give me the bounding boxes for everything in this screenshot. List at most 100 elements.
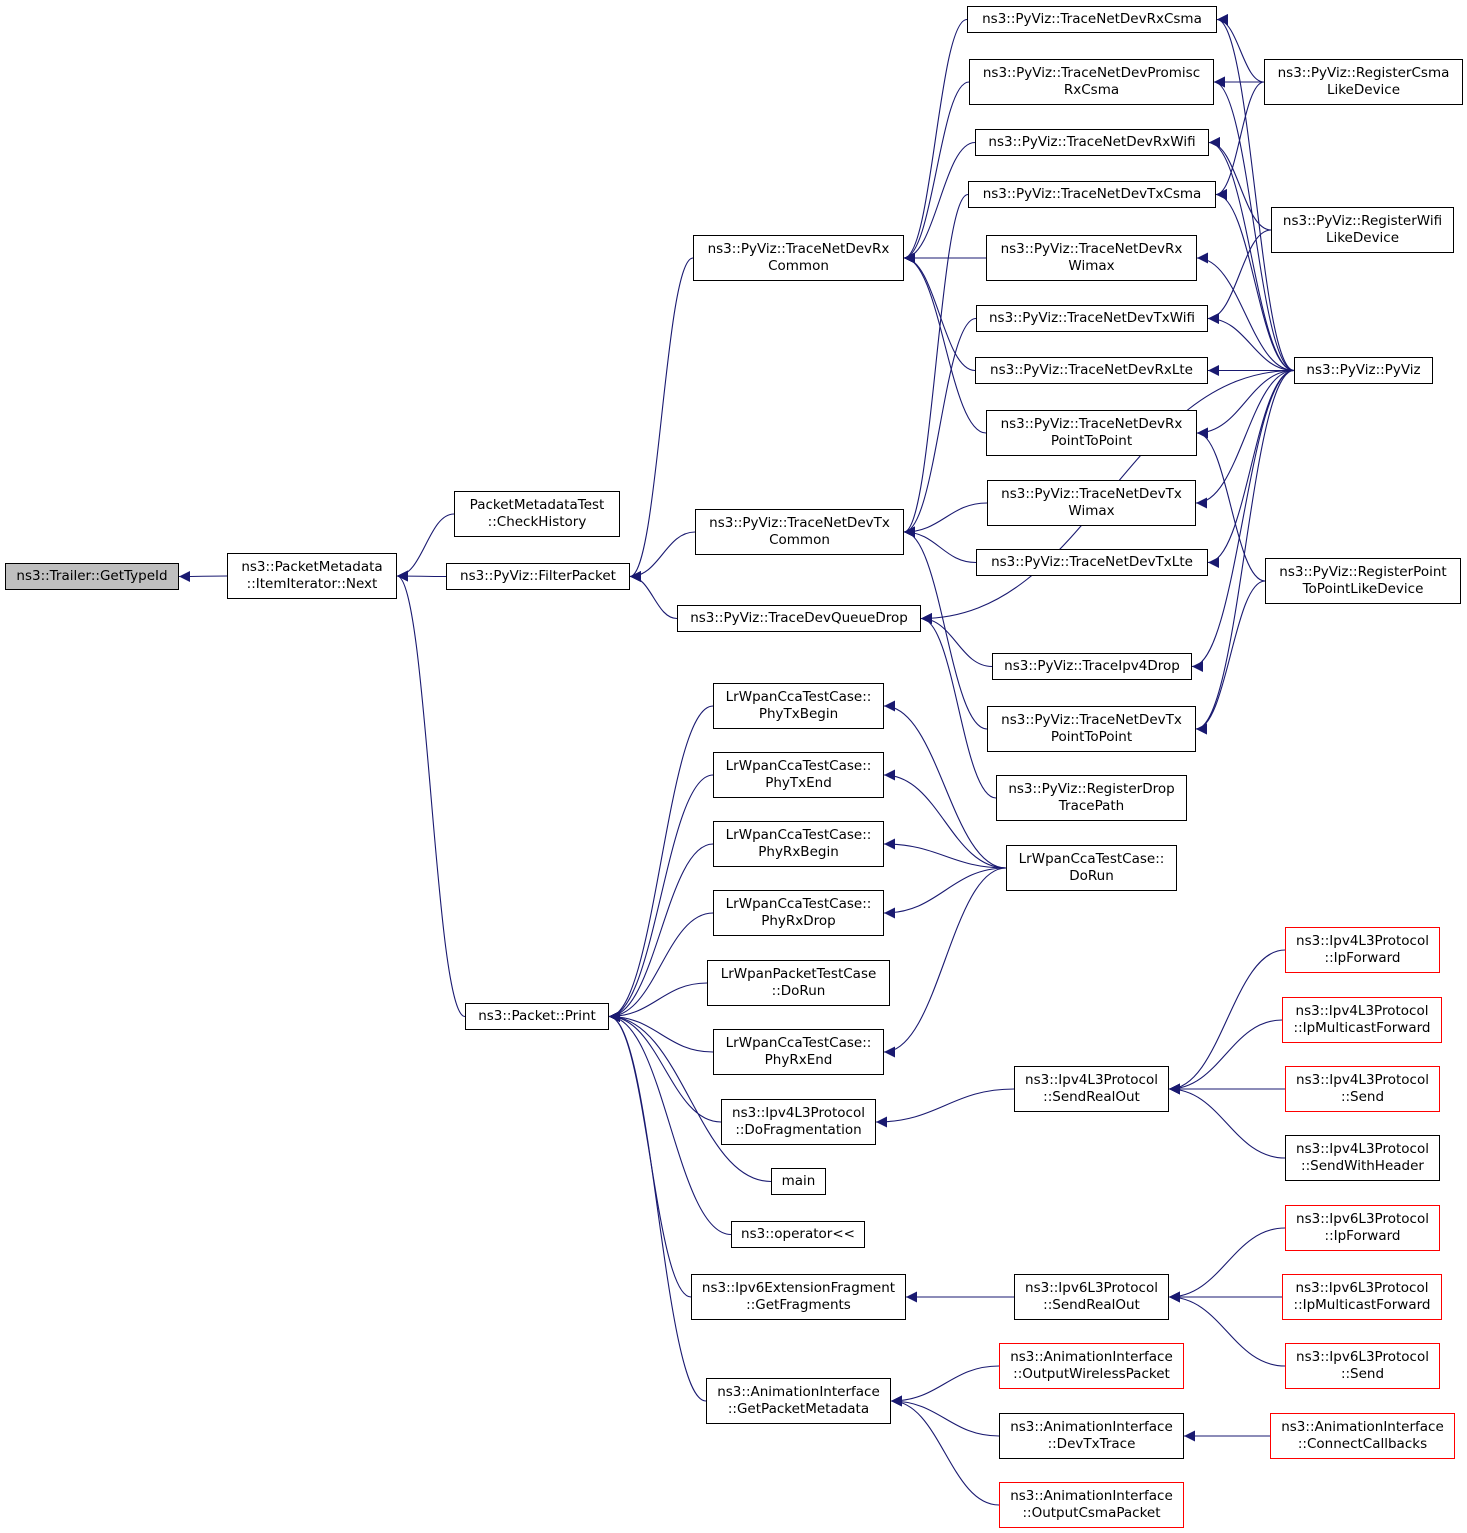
node-v4ipfwd[interactable]: ns3::Ipv4L3Protocol::IpForward: [1285, 927, 1440, 973]
node-label-line: ::GetFragments: [746, 1297, 851, 1313]
node-devtxtrace[interactable]: ns3::AnimationInterface::DevTxTrace: [999, 1413, 1184, 1459]
edge-outwireless-to-getpktmeta: [890, 1365, 1000, 1407]
node-v6mcast[interactable]: ns3::Ipv6L3Protocol::IpMulticastForward: [1282, 1274, 1442, 1320]
node-label-line: ::OutputWirelessPacket: [1013, 1366, 1170, 1382]
node-label-line: LrWpanCcaTestCase::: [725, 896, 872, 912]
node-next[interactable]: ns3::PacketMetadata::ItemIterator::Next: [227, 553, 397, 599]
edge-regwifi-to-rxwifi: [1208, 137, 1272, 231]
node-label-line: ::ItemIterator::Next: [246, 576, 378, 592]
node-outwireless[interactable]: ns3::AnimationInterface::OutputWirelessP…: [999, 1343, 1184, 1389]
node-v6sendreal[interactable]: ns3::Ipv6L3Protocol::SendRealOut: [1014, 1274, 1169, 1320]
node-label-line: ::IpMulticastForward: [1293, 1297, 1431, 1313]
edge-phyrxdrop-to-print: [608, 912, 714, 1022]
node-label-line: ns3::Ipv6L3Protocol: [1296, 1349, 1429, 1365]
edge-txlte-to-txcommon: [903, 526, 977, 564]
node-queuedrop[interactable]: ns3::PyViz::TraceDevQueueDrop: [677, 605, 921, 632]
node-label-line: ::DevTxTrace: [1047, 1436, 1136, 1452]
node-label-line: ns3::AnimationInterface: [1281, 1419, 1444, 1435]
edge-v4sendhdr-to-v4sendreal: [1168, 1083, 1286, 1159]
node-phytxbegin[interactable]: LrWpanCcaTestCase::PhyTxBegin: [713, 683, 884, 729]
node-getpktmeta[interactable]: ns3::AnimationInterface::GetPacketMetada…: [706, 1378, 891, 1424]
node-txlte[interactable]: ns3::PyViz::TraceNetDevTxLte: [976, 549, 1208, 576]
node-filterpacket[interactable]: ns3::PyViz::FilterPacket: [446, 563, 630, 590]
node-dofrag[interactable]: ns3::Ipv4L3Protocol::DoFragmentation: [721, 1099, 876, 1145]
node-phyrxdrop[interactable]: LrWpanCcaTestCase::PhyRxDrop: [713, 890, 884, 936]
node-print[interactable]: ns3::Packet::Print: [465, 1003, 609, 1030]
edge-outcsma-to-getpktmeta: [890, 1395, 1000, 1506]
node-v4sendreal[interactable]: ns3::Ipv4L3Protocol::SendRealOut: [1014, 1066, 1169, 1112]
node-phytxend[interactable]: LrWpanCcaTestCase::PhyTxEnd: [713, 752, 884, 798]
node-v4send[interactable]: ns3::Ipv4L3Protocol::Send: [1285, 1066, 1440, 1112]
node-label-line: ::GetPacketMetadata: [727, 1401, 870, 1417]
node-label-line: main: [781, 1173, 816, 1189]
edge-promisc-to-rxcommon: [903, 81, 970, 264]
node-gettypeid: ns3::Trailer::GetTypeId: [5, 563, 179, 590]
node-outcsma[interactable]: ns3::AnimationInterface::OutputCsmaPacke…: [999, 1482, 1184, 1528]
node-opstream[interactable]: ns3::operator<<: [731, 1221, 865, 1248]
node-label-line: ns3::Ipv4L3Protocol: [732, 1105, 865, 1121]
node-label-line: ns3::Ipv4L3Protocol: [1296, 1141, 1429, 1157]
node-label-line: ::SendWithHeader: [1301, 1158, 1424, 1174]
node-label-line: ns3::Ipv6L3Protocol: [1295, 1280, 1429, 1296]
node-label-line: ::IpForward: [1324, 1228, 1401, 1244]
node-v4mcast[interactable]: ns3::Ipv4L3Protocol::IpMulticastForward: [1282, 997, 1442, 1043]
node-label-line: ns3::Trailer::GetTypeId: [16, 568, 168, 584]
node-label-line: ::SendRealOut: [1043, 1297, 1140, 1313]
node-v4sendhdr[interactable]: ns3::Ipv4L3Protocol::SendWithHeader: [1285, 1135, 1440, 1181]
edge-regcsma-to-txcsma: [1215, 81, 1265, 200]
node-label-line: Common: [768, 258, 829, 274]
node-label-line: ::ConnectCallbacks: [1297, 1436, 1428, 1452]
node-label-line: ns3::PyViz::TraceNetDevRxWifi: [988, 134, 1196, 150]
node-label-line: ns3::Ipv4L3Protocol: [1296, 1072, 1429, 1088]
edge-txcsma-to-txcommon: [903, 193, 969, 538]
node-label-line: ns3::Ipv4L3Protocol: [1025, 1072, 1158, 1088]
node-v6send[interactable]: ns3::Ipv6L3Protocol::Send: [1285, 1343, 1440, 1389]
node-ipv4drop[interactable]: ns3::PyViz::TraceIpv4Drop: [992, 653, 1192, 680]
node-label-line: TracePath: [1058, 798, 1125, 814]
node-main[interactable]: main: [771, 1168, 826, 1195]
edge-pyviz-to-txlte: [1207, 369, 1295, 568]
node-rxlte[interactable]: ns3::PyViz::TraceNetDevRxLte: [975, 357, 1208, 384]
node-label-line: Wimax: [1068, 503, 1115, 519]
edge-regp2p-to-rxp2p: [1196, 427, 1266, 582]
node-label-line: ns3::Ipv6L3Protocol: [1296, 1211, 1429, 1227]
node-pktdorun[interactable]: LrWpanPacketTestCase::DoRun: [707, 960, 890, 1006]
node-getfrags[interactable]: ns3::Ipv6ExtensionFragment::GetFragments: [691, 1274, 906, 1320]
node-label-line: LrWpanCcaTestCase::: [725, 1035, 872, 1051]
node-checkhistory[interactable]: PacketMetadataTest::CheckHistory: [454, 491, 620, 537]
node-label-line: ns3::PyViz::TraceDevQueueDrop: [690, 610, 908, 626]
node-rxcsma[interactable]: ns3::PyViz::TraceNetDevRxCsma: [967, 6, 1217, 33]
node-txwifi[interactable]: ns3::PyViz::TraceNetDevTxWifi: [976, 305, 1208, 332]
node-label-line: ns3::PacketMetadata: [241, 559, 383, 575]
edge-ccadorun-to-phyrxdrop: [883, 867, 1007, 919]
edge-opstream-to-print: [608, 1011, 732, 1236]
node-txcsma[interactable]: ns3::PyViz::TraceNetDevTxCsma: [968, 181, 1216, 208]
node-phyrxbegin[interactable]: LrWpanCcaTestCase::PhyRxBegin: [713, 821, 884, 867]
edge-phytxend-to-print: [608, 774, 714, 1022]
node-pyviz[interactable]: ns3::PyViz::PyViz: [1294, 357, 1433, 384]
node-phyrxend[interactable]: LrWpanCcaTestCase::PhyRxEnd: [713, 1029, 884, 1075]
node-label-line: ::IpMulticastForward: [1293, 1020, 1431, 1036]
node-connectcb[interactable]: ns3::AnimationInterface::ConnectCallback…: [1270, 1413, 1455, 1459]
edge-pyviz-to-txwifi: [1207, 313, 1295, 372]
edge-rxwifi-to-rxcommon: [903, 141, 976, 264]
node-v6ipfwd[interactable]: ns3::Ipv6L3Protocol::IpForward: [1285, 1205, 1440, 1251]
node-ccadorun[interactable]: LrWpanCcaTestCase::DoRun: [1006, 845, 1177, 891]
edge-phyrxend-to-print: [608, 1011, 714, 1053]
node-rxwifi[interactable]: ns3::PyViz::TraceNetDevRxWifi: [975, 129, 1209, 156]
node-label-line: ns3::PyViz::RegisterCsma: [1277, 65, 1450, 81]
node-label-line: ns3::PyViz::PyViz: [1306, 362, 1421, 378]
node-label-line: ns3::PyViz::TraceNetDevPromisc: [982, 65, 1201, 81]
